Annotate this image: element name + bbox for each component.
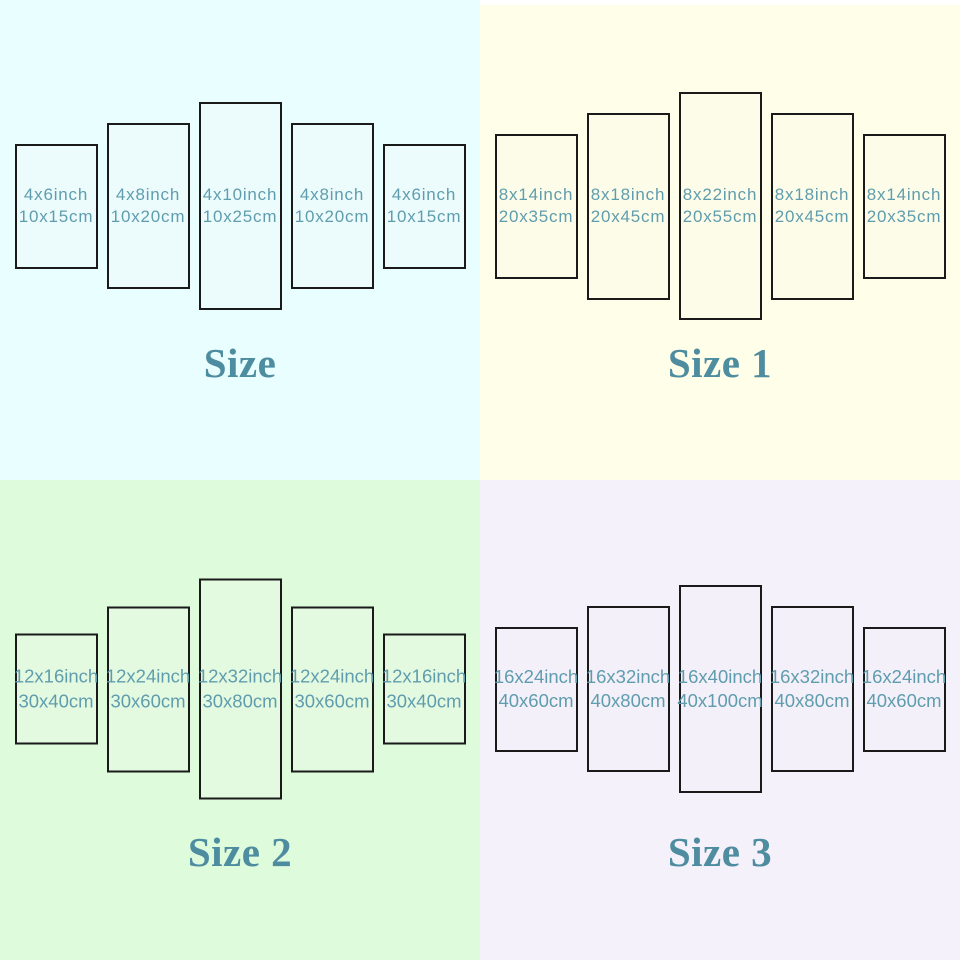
canvas-panel: 8x18inch 20x45cm	[770, 112, 854, 300]
panel-row: 4x6inch 10x15cm 4x8inch 10x20cm 4x10inch…	[0, 102, 480, 310]
panel-cm-size: 30x80cm	[202, 690, 278, 711]
panel-inch-size: 8x14inch	[866, 184, 942, 204]
panel-cm-size: 10x15cm	[386, 207, 462, 226]
panel-inch-size: 4x8inch	[299, 184, 365, 204]
panel-cm-size: 20x35cm	[866, 207, 942, 226]
panel-cm-size: 20x45cm	[590, 207, 666, 226]
panel-cm-size: 40x60cm	[498, 690, 574, 711]
canvas-panel: 16x24inch 40x60cm	[494, 626, 578, 752]
size-chart-quadrant-size-3: 16x24inch 40x60cm 16x32inch 40x80cm 16x4…	[480, 480, 960, 960]
panel-inch-size: 16x32inch	[585, 665, 671, 687]
panel-size-label: 8x14inch 20x35cm	[499, 184, 574, 229]
canvas-panel: 4x8inch 10x20cm	[106, 123, 190, 289]
panel-size-label: 8x18inch 20x45cm	[775, 184, 850, 229]
panel-cm-size: 10x20cm	[294, 207, 370, 226]
canvas-panel: 12x16inch 30x40cm	[14, 633, 98, 745]
canvas-panel: 8x18inch 20x45cm	[586, 112, 670, 300]
panel-cm-size: 10x25cm	[202, 207, 278, 226]
panel-inch-size: 4x10inch	[202, 184, 278, 204]
quadrant-title: Size	[203, 340, 277, 386]
panel-size-label: 8x14inch 20x35cm	[867, 184, 942, 229]
quadrant-title: Size 2	[187, 829, 293, 875]
panel-inch-size: 16x24inch	[493, 665, 579, 687]
panel-inch-size: 8x18inch	[774, 184, 850, 204]
panel-cm-size: 20x35cm	[498, 207, 574, 226]
panel-inch-size: 8x22inch	[682, 184, 758, 204]
panel-inch-size: 16x40inch	[677, 665, 763, 687]
size-chart-quadrant-size-2: 12x16inch 30x40cm 12x24inch 30x60cm 12x3…	[0, 480, 480, 960]
panel-size-label: 4x8inch 10x20cm	[111, 184, 186, 229]
canvas-panel: 16x24inch 40x60cm	[862, 626, 946, 752]
panel-size-label: 16x32inch 40x80cm	[586, 665, 670, 714]
panel-inch-size: 4x8inch	[115, 184, 181, 204]
panel-inch-size: 16x32inch	[769, 665, 855, 687]
canvas-panel: 16x32inch 40x80cm	[770, 606, 854, 772]
canvas-panel: 8x14inch 20x35cm	[862, 133, 946, 279]
panel-size-label: 16x24inch 40x60cm	[494, 665, 578, 714]
panel-inch-size: 8x18inch	[590, 184, 666, 204]
panel-inch-size: 8x14inch	[498, 184, 574, 204]
size-chart-quadrant-size: 4x6inch 10x15cm 4x8inch 10x20cm 4x10inch…	[0, 0, 480, 480]
panel-size-label: 4x8inch 10x20cm	[295, 184, 370, 229]
panel-size-label: 16x32inch 40x80cm	[770, 665, 854, 714]
canvas-panel: 12x24inch 30x60cm	[290, 606, 374, 772]
panel-inch-size: 12x32inch	[197, 665, 283, 687]
panel-inch-size: 4x6inch	[391, 184, 457, 204]
panel-size-label: 12x32inch 30x80cm	[198, 665, 282, 714]
panel-inch-size: 12x16inch	[381, 665, 467, 687]
canvas-panel: 4x6inch 10x15cm	[382, 143, 466, 269]
panel-size-label: 16x40inch 40x100cm	[677, 665, 762, 714]
panel-row: 12x16inch 30x40cm 12x24inch 30x60cm 12x3…	[0, 578, 480, 800]
quadrant-title: Size 3	[667, 829, 773, 875]
panel-size-label: 12x16inch 30x40cm	[382, 665, 466, 714]
canvas-panel: 4x6inch 10x15cm	[14, 143, 98, 269]
canvas-panel: 12x24inch 30x60cm	[106, 606, 190, 772]
canvas-panel: 16x32inch 40x80cm	[586, 606, 670, 772]
panel-size-label: 4x6inch 10x15cm	[387, 184, 462, 229]
panel-inch-size: 4x6inch	[23, 184, 89, 204]
panel-size-label: 12x24inch 30x60cm	[290, 665, 374, 714]
panel-cm-size: 20x55cm	[682, 207, 758, 226]
panel-cm-size: 40x80cm	[774, 690, 850, 711]
canvas-panel: 4x10inch 10x25cm	[198, 102, 282, 310]
panel-cm-size: 40x100cm	[677, 690, 763, 711]
panel-size-label: 16x24inch 40x60cm	[862, 665, 946, 714]
panel-size-label: 12x24inch 30x60cm	[106, 665, 190, 714]
panel-size-label: 12x16inch 30x40cm	[14, 665, 98, 714]
panel-inch-size: 16x24inch	[861, 665, 947, 687]
panel-cm-size: 30x40cm	[18, 690, 94, 711]
panel-cm-size: 40x80cm	[590, 690, 666, 711]
panel-inch-size: 12x24inch	[289, 665, 375, 687]
canvas-panel: 16x40inch 40x100cm	[677, 585, 763, 793]
panel-row: 8x14inch 20x35cm 8x18inch 20x45cm 8x22in…	[480, 92, 960, 320]
panel-size-label: 8x18inch 20x45cm	[591, 184, 666, 229]
canvas-panel: 8x14inch 20x35cm	[494, 133, 578, 279]
canvas-panel: 4x8inch 10x20cm	[290, 123, 374, 289]
canvas-panel: 12x16inch 30x40cm	[382, 633, 466, 745]
panel-row: 16x24inch 40x60cm 16x32inch 40x80cm 16x4…	[480, 585, 960, 793]
quadrant-title: Size 1	[667, 340, 773, 386]
panel-size-label: 8x22inch 20x55cm	[683, 184, 758, 229]
panel-inch-size: 12x24inch	[105, 665, 191, 687]
panel-cm-size: 10x20cm	[110, 207, 186, 226]
panel-size-label: 4x6inch 10x15cm	[19, 184, 94, 229]
panel-size-label: 4x10inch 10x25cm	[203, 184, 278, 229]
panel-cm-size: 30x60cm	[110, 690, 186, 711]
canvas-panel: 12x32inch 30x80cm	[198, 578, 282, 800]
panel-cm-size: 40x60cm	[866, 690, 942, 711]
panel-cm-size: 30x60cm	[294, 690, 370, 711]
panel-cm-size: 30x40cm	[386, 690, 462, 711]
panel-cm-size: 10x15cm	[18, 207, 94, 226]
size-chart-quadrant-size-1: 8x14inch 20x35cm 8x18inch 20x45cm 8x22in…	[480, 0, 960, 480]
panel-cm-size: 20x45cm	[774, 207, 850, 226]
panel-inch-size: 12x16inch	[13, 665, 99, 687]
image-edge-artifact	[480, 0, 960, 5]
canvas-panel: 8x22inch 20x55cm	[678, 92, 762, 320]
